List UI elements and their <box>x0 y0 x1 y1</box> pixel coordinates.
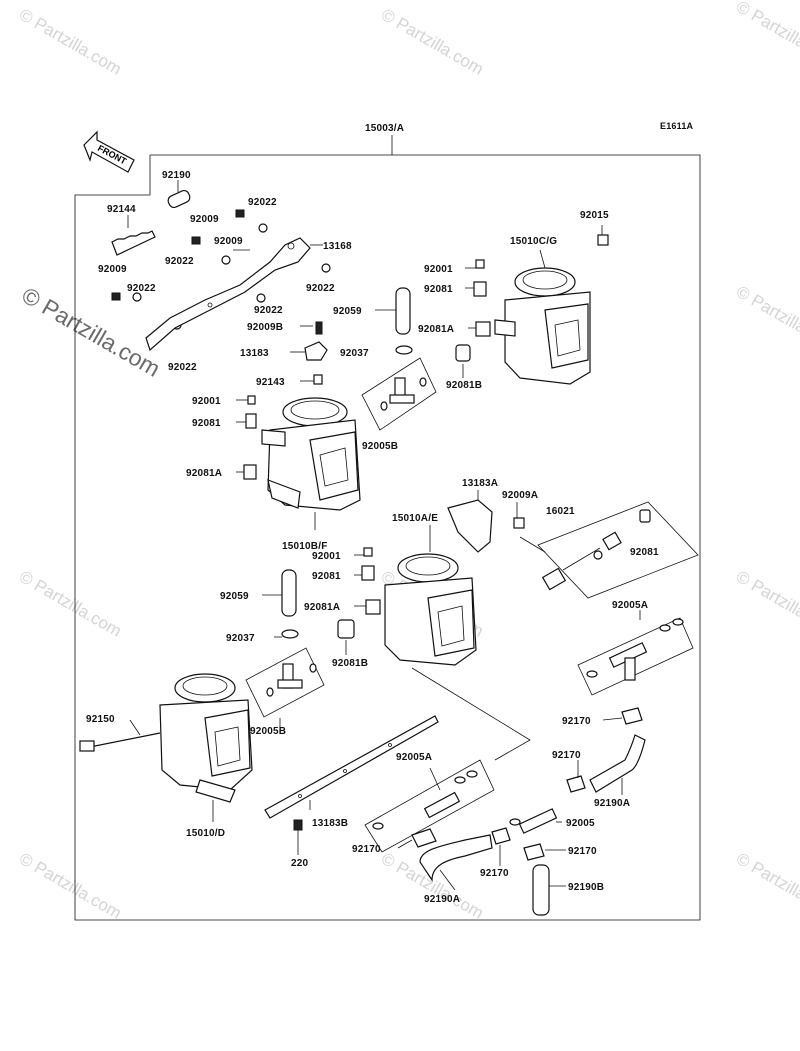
callout-92009a: 92009A <box>502 490 538 501</box>
callout-13183b: 13183B <box>312 818 348 829</box>
callout-92150: 92150 <box>86 714 115 725</box>
callout-13183: 13183 <box>240 348 269 359</box>
callout-92190: 92190 <box>162 170 191 181</box>
callout-92190a: 92190A <box>594 798 630 809</box>
carburetor-a-e <box>337 499 525 666</box>
watermark: © Partzilla.com <box>733 849 800 923</box>
callout-92001: 92001 <box>192 396 221 407</box>
callout-92190b: 92190B <box>568 882 604 893</box>
callout-92022: 92022 <box>127 283 156 294</box>
watermark: © Partzilla.com <box>16 5 125 79</box>
callout-92005a: 92005A <box>612 600 648 611</box>
callout-15010c-g: 15010C/G <box>510 236 557 247</box>
callout-92022: 92022 <box>168 362 197 373</box>
callout-92001: 92001 <box>312 551 341 562</box>
callout-92170: 92170 <box>552 750 581 761</box>
callout-92037: 92037 <box>340 348 369 359</box>
callout-92081: 92081 <box>192 418 221 429</box>
callout-92022: 92022 <box>165 256 194 267</box>
callout-13168: 13168 <box>323 241 352 252</box>
callout-92009: 92009 <box>214 236 243 247</box>
fitting-group-right <box>509 617 694 834</box>
callout-92081b: 92081B <box>446 380 482 391</box>
carburetor-d <box>79 673 253 803</box>
callout-92022: 92022 <box>254 305 283 316</box>
callout-92009b: 92009B <box>247 322 283 333</box>
carburetor-c-g <box>455 234 609 385</box>
callout-92005a: 92005A <box>396 752 432 763</box>
watermark: © Partzilla.com <box>733 567 800 641</box>
watermark: © Partzilla.com <box>378 5 487 79</box>
watermark: © Partzilla.com <box>733 282 800 356</box>
callout-92005b: 92005B <box>250 726 286 737</box>
callout-15010a-e: 15010A/E <box>392 513 438 524</box>
callout-13183a: 13183A <box>462 478 498 489</box>
callout-15010b-f: 15010B/F <box>282 541 328 552</box>
callout-220: 220 <box>291 858 309 869</box>
callout-16021: 16021 <box>546 506 575 517</box>
callout-92081a: 92081A <box>418 324 454 335</box>
callout-92015: 92015 <box>580 210 609 221</box>
callout-92009: 92009 <box>190 214 219 225</box>
callout-92005b: 92005B <box>362 441 398 452</box>
bracket-hardware <box>111 189 331 385</box>
callout-92081b: 92081B <box>332 658 368 669</box>
assembly-label: 15003/A <box>365 123 404 134</box>
callout-92059: 92059 <box>333 306 362 317</box>
callout-92081a: 92081A <box>304 602 340 613</box>
callout-92190a: 92190A <box>424 894 460 905</box>
rail-13183b <box>264 715 439 831</box>
callout-92081: 92081 <box>424 284 453 295</box>
watermark: © Partzilla.com <box>16 567 125 641</box>
leader-lines <box>127 180 641 891</box>
callout-92081: 92081 <box>630 547 659 558</box>
callout-15010-d: 15010/D <box>186 828 225 839</box>
callout-92170: 92170 <box>352 844 381 855</box>
ref-code: E1611A <box>660 121 694 131</box>
watermark: © Partzilla.com <box>733 0 800 71</box>
callout-92170: 92170 <box>568 846 597 857</box>
callout-92022: 92022 <box>248 197 277 208</box>
front-arrow-icon: FRONT <box>83 130 135 173</box>
carburetor-b-f <box>243 395 361 511</box>
hose-groups <box>245 287 437 718</box>
part-16021-box <box>519 501 699 599</box>
watermark: © Partzilla.com <box>16 849 125 923</box>
callout-92081a: 92081A <box>186 468 222 479</box>
callout-92022: 92022 <box>306 283 335 294</box>
watermark-large: © Partzilla.com <box>18 282 165 382</box>
callout-92059: 92059 <box>220 591 249 602</box>
callout-92009: 92009 <box>98 264 127 275</box>
callout-92005: 92005 <box>566 818 595 829</box>
fitting-group-left <box>364 667 550 916</box>
callout-92143: 92143 <box>256 377 285 388</box>
callout-92081: 92081 <box>312 571 341 582</box>
callout-92170: 92170 <box>562 716 591 727</box>
callout-92001: 92001 <box>424 264 453 275</box>
callout-labels: 92190 92144 92009 92009 92009 92022 9202… <box>86 170 659 905</box>
watermarks: © Partzilla.com © Partzilla.com © Partzi… <box>16 0 800 923</box>
assembly-frame: 15003/A E1611A <box>74 121 701 921</box>
callout-92170: 92170 <box>480 868 509 879</box>
callout-92144: 92144 <box>107 204 136 215</box>
callout-92037: 92037 <box>226 633 255 644</box>
